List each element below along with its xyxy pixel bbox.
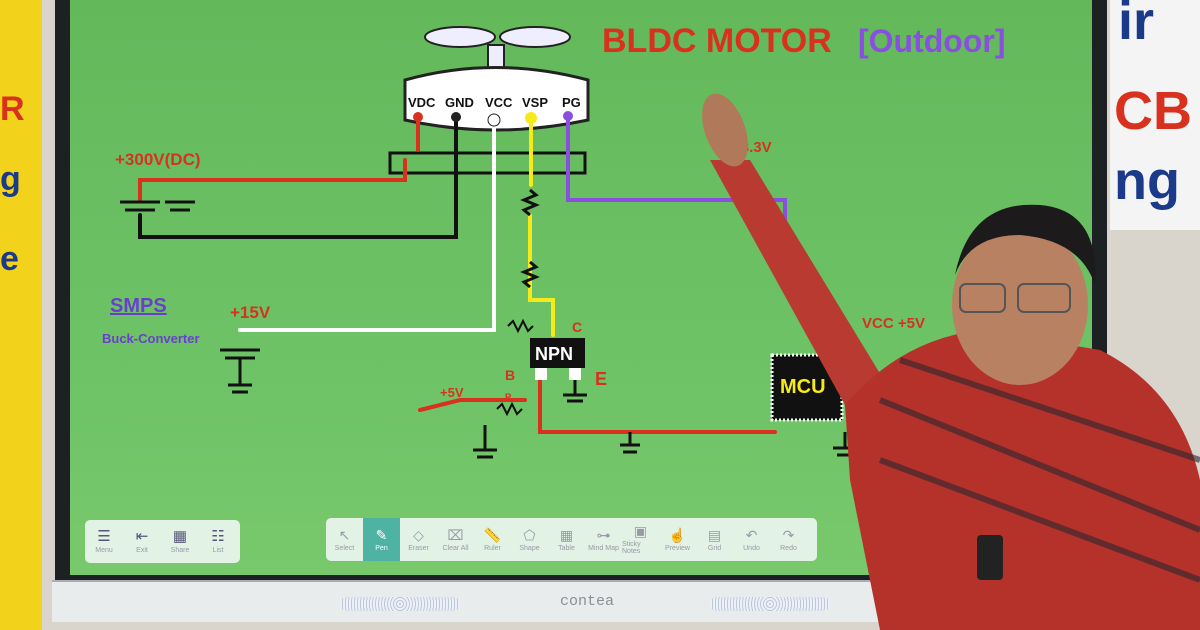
cursor-icon: ↖ — [338, 526, 351, 543]
speaker-grille — [340, 597, 460, 611]
qr-share-icon: ▦ — [172, 528, 188, 545]
sticky-notes-tool[interactable]: ▣ Sticky Notes — [622, 518, 659, 561]
connector — [388, 151, 587, 175]
wire-gnd — [138, 116, 458, 239]
share-button[interactable]: ▦ Share — [161, 520, 199, 563]
label-buck-converter: Buck-Converter — [102, 331, 200, 346]
mind-map-icon: ⊶ — [596, 526, 611, 543]
motor-drawing — [403, 26, 590, 132]
left-toolbar: ☰ Menu ⇤ Exit ▦ Share ☷ List — [85, 520, 240, 563]
sign-text: CB — [1114, 81, 1192, 141]
pin-label: PG — [562, 95, 581, 110]
tool-label: Pen — [375, 544, 388, 552]
npn-label: NPN — [535, 344, 573, 364]
undo-icon: ↶ — [745, 526, 758, 543]
tool-label: Shape — [519, 544, 540, 552]
pen-tool[interactable]: ✎Pen — [363, 518, 400, 561]
banner-letter: R — [0, 90, 25, 128]
clear-all-tool[interactable]: ⌧Clear All — [437, 518, 474, 561]
menu-button[interactable]: ☰ Menu — [85, 520, 123, 563]
tool-label: Clear All — [442, 544, 469, 552]
grid-tool[interactable]: ▤Grid — [696, 518, 733, 561]
tool-label: Undo — [743, 544, 760, 552]
mcu-label: MCU — [780, 376, 826, 398]
main-toolbar: ↖Select✎Pen◇Eraser⌧Clear All📏Ruler⬠Shape… — [326, 518, 817, 561]
label-vcc-5v: VCC +5V — [862, 315, 925, 332]
wall-sign: ir CB ng — [1110, 0, 1200, 230]
wire-5v — [418, 398, 527, 412]
tool-label: Select — [334, 544, 355, 552]
mind-map-tool[interactable]: ⊶Mind Map — [585, 518, 622, 561]
tool-label: Preview — [665, 544, 690, 552]
pin-label: GND — [445, 95, 474, 110]
tool-label: Eraser — [408, 544, 429, 552]
diagram-title-suffix: [Outdoor] — [858, 23, 1006, 59]
undo-tool[interactable]: ↶Undo — [733, 518, 770, 561]
exit-button[interactable]: ⇤ Exit — [123, 520, 161, 563]
tool-label: Table — [558, 544, 575, 552]
label-e: E — [595, 369, 607, 389]
tool-label: Redo — [780, 544, 797, 552]
exit-icon: ⇤ — [135, 528, 149, 545]
list-icon: ☷ — [211, 528, 225, 545]
label-15v: +15V — [230, 303, 271, 322]
label-smps: SMPS — [110, 295, 167, 317]
npn-transistor — [530, 338, 585, 368]
table-icon: ▦ — [559, 526, 574, 543]
pin-label: VSP — [522, 95, 548, 110]
diagram-title: BLDC MOTOR — [602, 22, 832, 60]
wire-pg — [566, 116, 787, 247]
tool-label: Sticky Notes — [622, 541, 641, 555]
tool-label: Exit — [136, 547, 148, 554]
circuit-diagram: VDC GND VCC VSP PG NPN MCU BLDC MOTOR [O… — [102, 22, 1006, 459]
preview-icon: ☝ — [668, 526, 687, 543]
tool-label: Grid — [707, 544, 722, 552]
tool-label: Ruler — [484, 544, 501, 552]
label-r: R — [505, 392, 512, 402]
label-3v3: +3.3V — [732, 139, 772, 156]
redo-icon: ↷ — [782, 526, 795, 543]
grid-icon: ▤ — [707, 526, 722, 543]
shape-tool[interactable]: ⬠Shape — [511, 518, 548, 561]
sign-text: ir — [1118, 0, 1155, 51]
shape-icon: ⬠ — [523, 526, 536, 543]
preview-tool[interactable]: ☝Preview — [659, 518, 696, 561]
pin-label: VCC — [485, 95, 513, 110]
menu-icon: ☰ — [97, 528, 111, 545]
pin-label: VDC — [408, 95, 436, 110]
tool-label: Share — [170, 547, 190, 554]
list-button[interactable]: ☷ List — [199, 520, 237, 563]
speaker-grille — [710, 597, 830, 611]
redo-tool[interactable]: ↷Redo — [770, 518, 807, 561]
label-300v: +300V(DC) — [115, 150, 201, 169]
clear-all-icon: ⌧ — [447, 526, 464, 543]
sign-text: ng — [1114, 151, 1180, 211]
table-tool[interactable]: ▦Table — [548, 518, 585, 561]
select-tool[interactable]: ↖Select — [326, 518, 363, 561]
wire-vsp — [528, 116, 555, 337]
tool-label: List — [212, 547, 224, 554]
brand-logo: contea — [560, 593, 615, 610]
tool-label: Menu — [95, 547, 113, 554]
ruler-icon: 📏 — [483, 526, 502, 543]
banner-letter: e — [0, 240, 19, 278]
pen-icon: ✎ — [375, 526, 388, 543]
label-b: B — [505, 367, 515, 383]
label-c: C — [572, 319, 582, 335]
yellow-banner: R g e — [0, 0, 42, 630]
wire-vdc — [138, 116, 420, 202]
banner-letter: g — [0, 160, 21, 198]
sticky-notes-icon: ▣ — [633, 523, 648, 539]
tool-label: Mind Map — [588, 544, 619, 552]
eraser-tool[interactable]: ◇Eraser — [400, 518, 437, 561]
ruler-tool[interactable]: 📏Ruler — [474, 518, 511, 561]
wire-base — [538, 378, 777, 434]
eraser-icon: ◇ — [413, 526, 424, 543]
wire-vcc — [238, 116, 496, 332]
whiteboard-screen[interactable]: VDC GND VCC VSP PG NPN MCU BLDC MOTOR [O… — [70, 0, 1092, 575]
label-5v: +5V — [440, 385, 464, 400]
